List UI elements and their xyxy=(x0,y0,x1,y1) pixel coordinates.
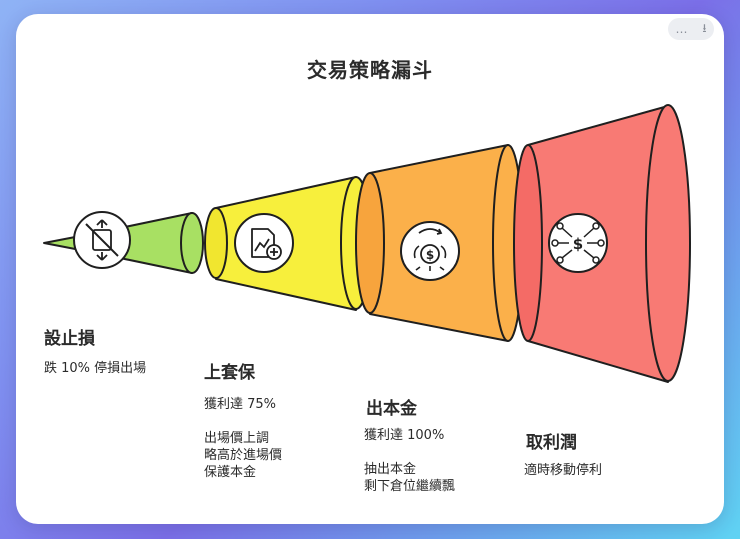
stage-1-text: 跌 10% 停損出場 xyxy=(44,360,146,377)
stage-3-line: 獲利達 100% xyxy=(364,428,445,443)
stage-3-line: 抽出本金 xyxy=(364,462,417,477)
stage-2-line: 保護本金 xyxy=(204,465,257,480)
download-icon[interactable]: ⭳ xyxy=(702,20,707,35)
stage-3-text: 獲利達 100% 抽出本金 剩下倉位繼續飄 xyxy=(364,427,455,495)
stage-4-heading: 取利潤 xyxy=(526,433,577,453)
money-coins-icon: $ xyxy=(400,221,460,281)
stage-1-heading: 設止損 xyxy=(44,329,95,349)
svg-text:$: $ xyxy=(426,248,434,262)
no-flip-icon xyxy=(73,211,131,269)
stage-3-heading: 出本金 xyxy=(366,399,417,419)
stage-4-line: 適時移動停利 xyxy=(524,463,603,478)
toolbar: … ⭳ xyxy=(668,18,714,40)
stage-2-line: 獲利達 75% xyxy=(204,397,277,412)
stage-2-line: 出場價上調 xyxy=(204,431,270,446)
stage-2-heading: 上套保 xyxy=(204,363,255,383)
stage-4-text: 適時移動停利 xyxy=(524,462,602,479)
funnel-graphic: $ $ xyxy=(43,104,691,383)
diagram-card: … ⭳ 交易策略漏斗 xyxy=(16,14,724,524)
stage-2-line: 略高於進場價 xyxy=(204,448,283,463)
stage-2-spacer xyxy=(204,413,282,430)
network-dollar-icon: $ xyxy=(548,213,608,273)
stage-3-spacer xyxy=(364,444,455,461)
stage-2-text: 獲利達 75% 出場價上調 略高於進場價 保護本金 xyxy=(204,396,282,481)
stage-1-line: 跌 10% 停損出場 xyxy=(44,361,147,376)
stage-3-line: 剩下倉位繼續飄 xyxy=(364,479,456,494)
svg-text:$: $ xyxy=(573,235,583,253)
diagram-title: 交易策略漏斗 xyxy=(307,58,433,82)
funnel-stage-4 xyxy=(513,104,691,383)
chart-add-icon xyxy=(234,213,294,273)
more-icon[interactable]: … xyxy=(675,22,688,36)
